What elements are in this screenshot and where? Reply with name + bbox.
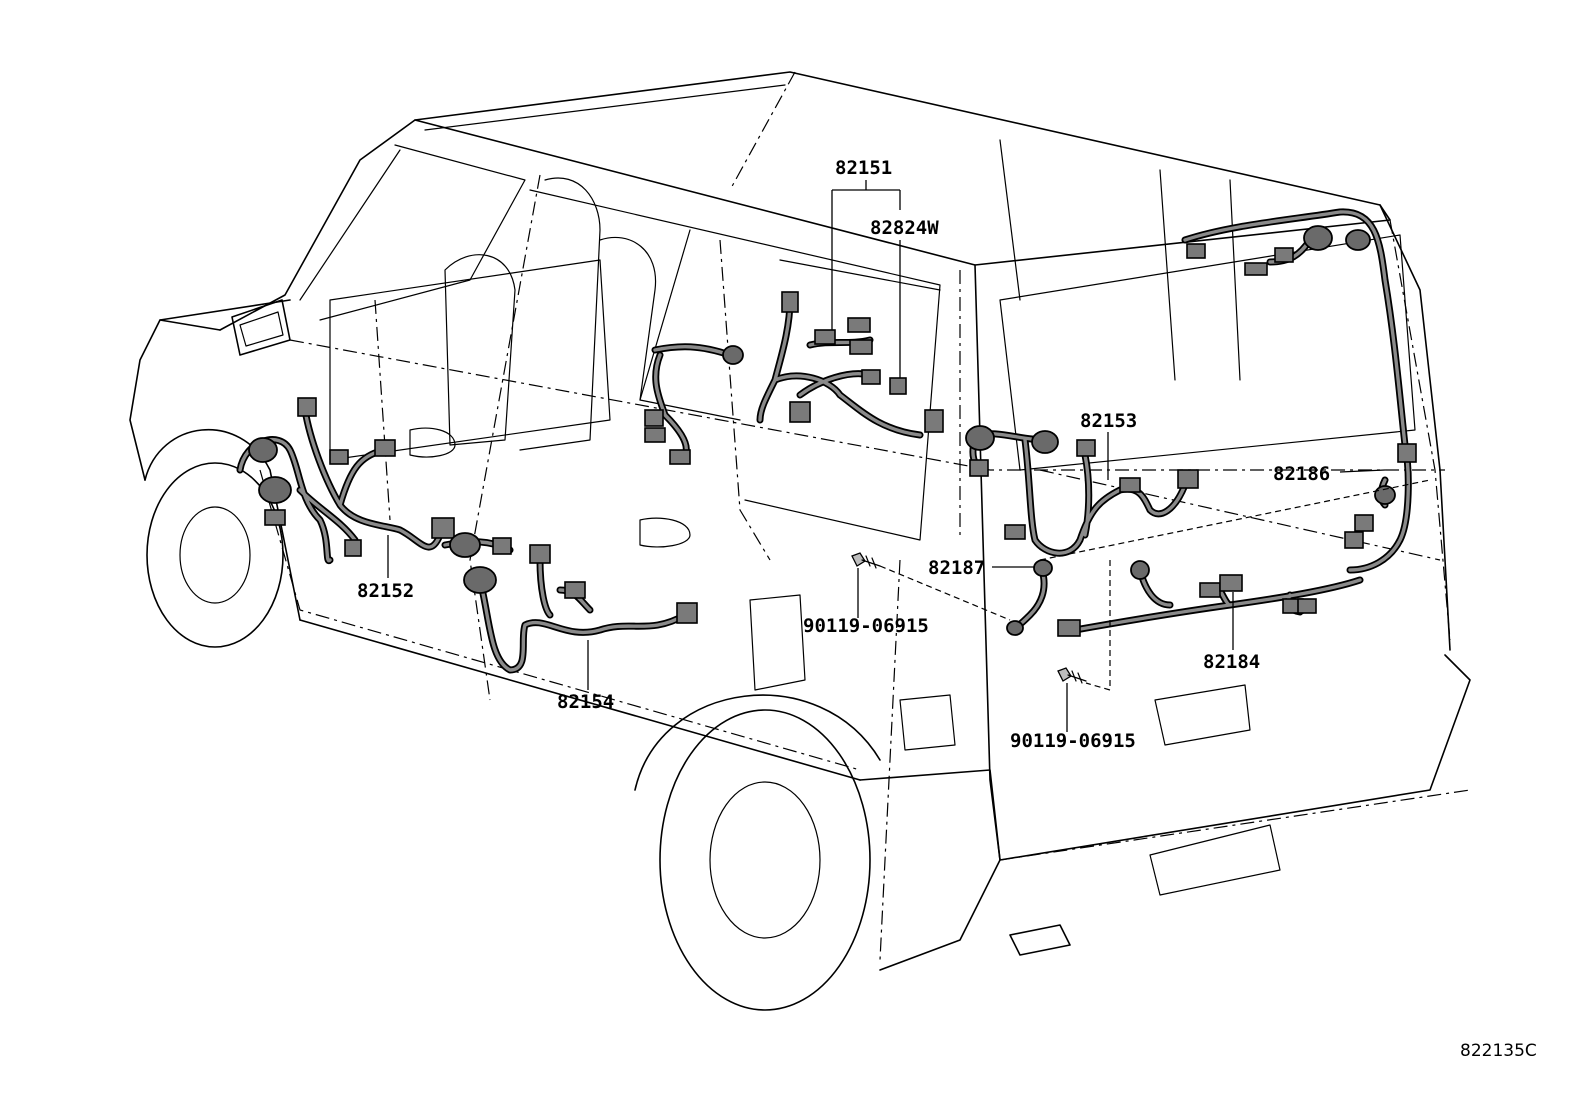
callout-82153: 82153 [1080, 410, 1137, 432]
callout-82151: 82151 [835, 157, 892, 179]
harness-82152 [236, 397, 455, 565]
bolt-fastener-a [851, 552, 881, 569]
callout-82154: 82154 [557, 691, 614, 713]
illustration-code: 822135C [1460, 1041, 1537, 1061]
harness-82187 [1006, 559, 1053, 636]
callout-82186: 82186 [1273, 463, 1330, 485]
callout-82824W: 82824W [870, 217, 939, 239]
leader-lines [387, 180, 1431, 732]
harness-82153 [965, 425, 1199, 557]
callout-labels: 82151 82824W 82152 82153 82154 82186 821… [357, 157, 1537, 1061]
harness-82151 [644, 291, 944, 465]
bolt-fastener-b [1057, 667, 1087, 684]
callout-82152: 82152 [357, 580, 414, 602]
harness-82154 [441, 532, 698, 674]
callout-90119-06915-b: 90119-06915 [1010, 730, 1136, 752]
callout-82187: 82187 [928, 557, 985, 579]
harness-82184 [1057, 560, 1364, 637]
hidden-lines [259, 71, 1471, 961]
callout-82184: 82184 [1203, 651, 1260, 673]
callout-90119-06915-a: 90119-06915 [803, 615, 929, 637]
vehicle-body-outline [129, 71, 1471, 1011]
harness-82186 [1181, 208, 1417, 574]
